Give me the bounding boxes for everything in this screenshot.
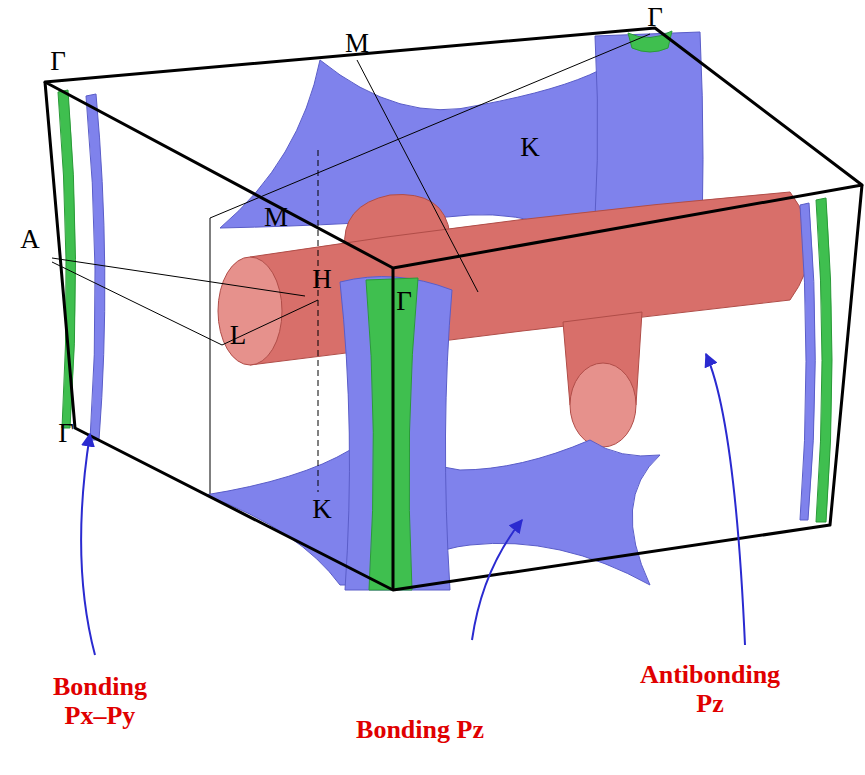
symmetry-point: Γ	[647, 3, 663, 33]
bonding-pz-sheet	[800, 203, 815, 520]
bonding-pz-sheet	[86, 94, 105, 440]
symmetry-point: Γ	[50, 47, 66, 77]
symmetry-point: A	[20, 225, 40, 255]
bonding-pxpy-sheet	[816, 198, 832, 522]
symmetry-point: M	[345, 29, 369, 59]
zone-edge	[210, 218, 211, 495]
symmetry-point: Γ	[396, 287, 412, 317]
zone-path	[52, 34, 650, 492]
surface-label: Bonding Pz	[355, 716, 485, 745]
surface-label: Bonding Px–Py	[40, 673, 160, 730]
surface-label: Antibonding Pz	[630, 661, 790, 718]
symmetry-point: Γ	[58, 419, 74, 449]
brillouin-box	[45, 28, 862, 590]
symmetry-point: K	[520, 133, 540, 163]
symmetry-point: K	[312, 495, 332, 525]
symmetry-point: H	[312, 265, 332, 295]
bonding-pz-tube	[340, 277, 452, 590]
symmetry-point: M	[264, 203, 288, 233]
leader-arrow	[81, 354, 745, 655]
symmetry-point: L	[230, 321, 247, 351]
